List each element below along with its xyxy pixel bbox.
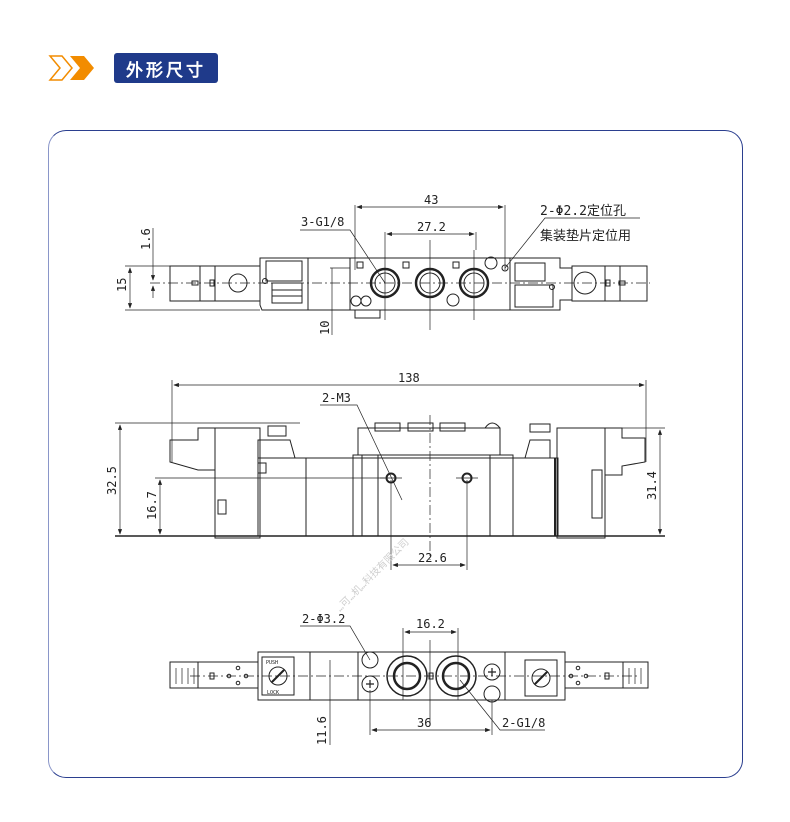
dim-32-5: 32.5 [105,466,119,495]
dim-16-7: 16.7 [145,491,159,520]
dim-10: 10 [318,321,332,335]
bottom-view [169,625,649,745]
dim-11-6: 11.6 [315,716,329,745]
dim-16-2: 16.2 [416,617,445,631]
dim-1-6: 1.6 [139,228,153,250]
callout-2-g1-8: 2-G1/8 [502,716,545,730]
dim-22-6: 22.6 [418,551,447,565]
section-header: 外形尺寸 [48,52,218,84]
side-view [115,380,665,570]
top-view [125,204,650,335]
lock-label-left: LOCK [267,690,279,696]
dim-15: 15 [115,278,129,292]
push-label-left: PUSH [266,660,278,666]
dim-31-4: 31.4 [645,471,659,500]
callout-positioning-holes: 2-Φ2.2定位孔 [540,204,626,219]
callout-2-m3: 2-M3 [322,391,351,405]
callout-3-g1-8: 3-G1/8 [301,215,344,229]
double-chevron-right-icon [48,55,94,81]
dim-27-2: 27.2 [417,220,446,234]
callout-manifold-gasket: 集装垫片定位用 [540,228,631,244]
dim-43: 43 [424,193,438,207]
dim-36: 36 [417,716,431,730]
section-title: 外形尺寸 [114,53,218,83]
watermark: …可…机…科技有限公司 [333,536,412,615]
dim-138: 138 [398,371,420,385]
drawing-panel [48,130,743,778]
callout-2-phi-3-2: 2-Φ3.2 [302,612,345,626]
